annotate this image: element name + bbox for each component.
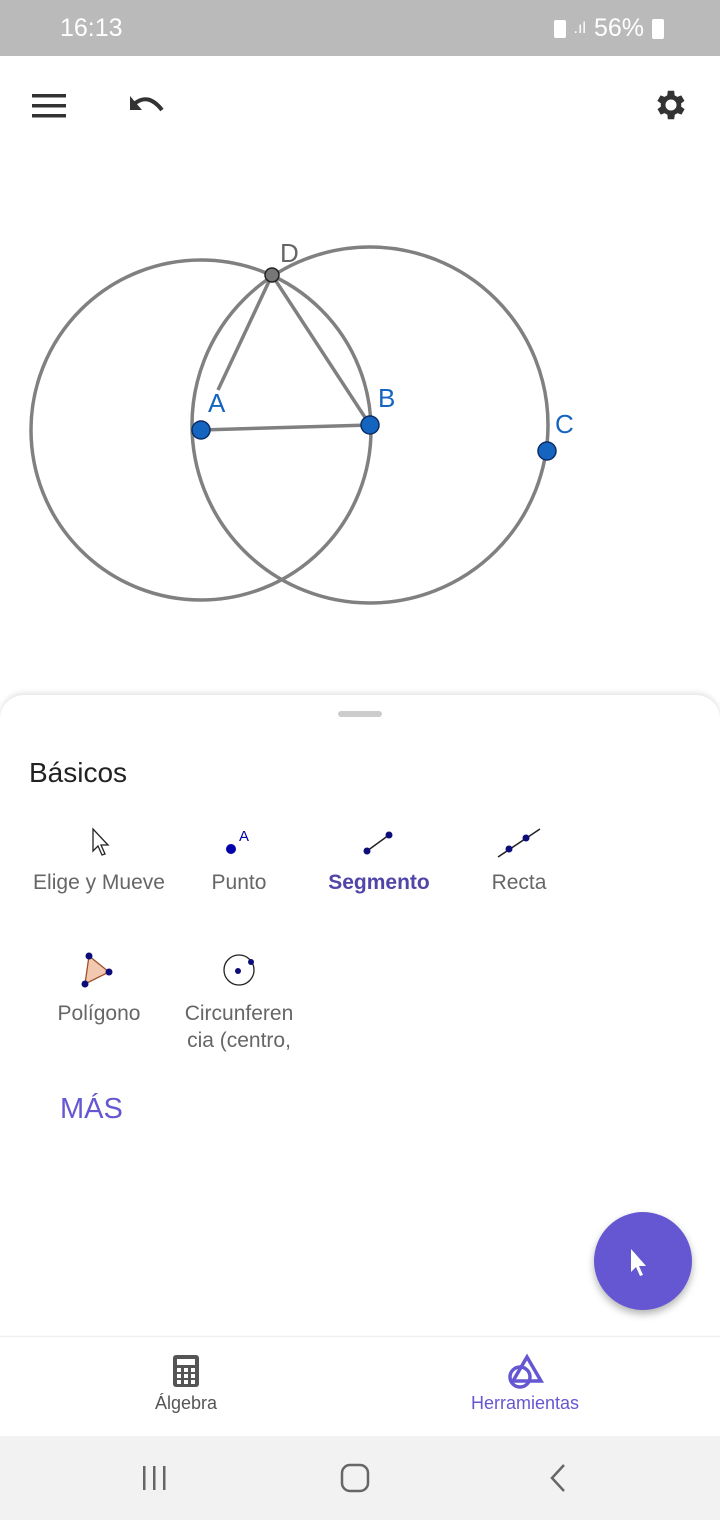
cursor-icon [631, 1249, 646, 1276]
point-c[interactable] [537, 441, 557, 461]
point-a[interactable] [191, 420, 211, 440]
nav-tools[interactable]: Herramientas [425, 1353, 625, 1414]
point-d[interactable] [264, 267, 280, 283]
segment-ad[interactable] [216, 274, 274, 391]
move-fab-button[interactable] [594, 1212, 692, 1310]
tool-segment[interactable]: Segmento [309, 827, 449, 896]
drag-handle[interactable] [338, 711, 382, 717]
cursor-arrow-icon [92, 827, 110, 856]
line-tool-icon [497, 828, 541, 858]
back-icon[interactable] [546, 1462, 570, 1494]
home-icon[interactable] [340, 1463, 370, 1493]
segment-ab[interactable] [200, 423, 371, 432]
panel-title: Básicos [29, 757, 128, 788]
nav-algebra[interactable]: Álgebra [86, 1353, 286, 1414]
tools-panel: Básicos Elige y Mueve A Punto Segmento R… [0, 695, 720, 1335]
segment-bd[interactable] [270, 274, 372, 426]
battery-saver-icon [553, 19, 566, 38]
battery-icon [652, 18, 664, 39]
menu-icon[interactable] [32, 94, 66, 118]
tool-circle-center-point[interactable]: Circunferen cia (centro, [169, 950, 309, 1054]
signal-icon: .ıl [573, 19, 586, 37]
label-b: B [378, 383, 395, 413]
status-time: 16:13 [60, 14, 123, 42]
label-d: D [280, 238, 299, 268]
gear-icon[interactable] [652, 86, 690, 124]
tool-line[interactable]: Recta [449, 827, 589, 896]
bottom-navigation: Álgebra Herramientas [0, 1336, 720, 1436]
graphics-view[interactable]: D A B C [0, 140, 720, 680]
system-navigation-bar [0, 1436, 720, 1520]
more-tools-button[interactable]: MÁS [60, 1093, 123, 1125]
label-a: A [208, 388, 226, 418]
calculator-icon [173, 1355, 199, 1387]
label-c: C [555, 409, 574, 439]
recent-apps-icon[interactable] [140, 1464, 170, 1492]
tool-polygon[interactable]: Polígono [29, 950, 169, 1027]
point-tool-icon: A [226, 828, 249, 854]
tool-move[interactable]: Elige y Mueve [29, 827, 169, 896]
status-bar: 16:13 .ıl 56% [0, 0, 720, 56]
shapes-icon [508, 1353, 545, 1389]
svg-text:A: A [239, 828, 249, 845]
tool-point[interactable]: A Punto [211, 828, 267, 894]
battery-percent: 56% [593, 14, 644, 42]
undo-icon[interactable] [128, 92, 168, 118]
circle-b[interactable] [190, 245, 550, 605]
point-b[interactable] [360, 415, 380, 435]
circle-tool-icon [223, 954, 255, 986]
segment-tool-icon [363, 831, 393, 855]
polygon-tool-icon [81, 952, 113, 988]
